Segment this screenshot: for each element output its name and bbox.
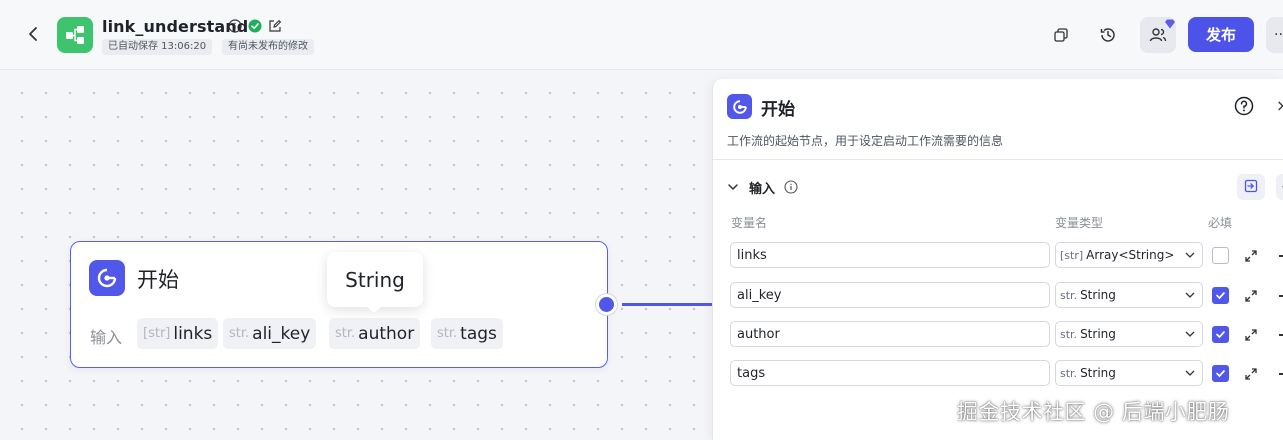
variable-type-select[interactable]: str. String bbox=[1055, 282, 1203, 308]
node-title: 开始 bbox=[137, 268, 179, 292]
copy-icon[interactable] bbox=[1050, 24, 1072, 46]
string-type-icon: str. bbox=[1060, 366, 1078, 380]
remove-row-icon[interactable] bbox=[1279, 334, 1283, 336]
start-node-icon bbox=[727, 94, 752, 119]
variable-type-value: String bbox=[1080, 327, 1116, 341]
input-chip-label: tags bbox=[460, 323, 497, 344]
info-icon[interactable] bbox=[784, 179, 798, 194]
panel-title: 开始 bbox=[761, 100, 795, 120]
variable-type-select[interactable]: str. String bbox=[1055, 360, 1203, 386]
node-inputs-label: 输入 bbox=[90, 328, 123, 347]
autosave-badge: 已自动保存 13:06:20 bbox=[102, 39, 213, 55]
required-checkbox[interactable] bbox=[1212, 365, 1229, 382]
array-string-type-icon: [str] bbox=[1060, 248, 1084, 262]
string-type-icon: str. bbox=[437, 326, 458, 341]
input-chip-label: author bbox=[358, 323, 415, 344]
remove-row-icon[interactable] bbox=[1279, 373, 1283, 375]
import-button[interactable] bbox=[1237, 174, 1265, 200]
chevron-down-icon bbox=[1184, 249, 1196, 261]
watermark-text: 掘金技术社区 @ 后端小肥肠 bbox=[957, 400, 1230, 424]
tooltip-arrow bbox=[366, 306, 382, 313]
expand-icon[interactable] bbox=[1244, 327, 1258, 341]
expand-icon[interactable] bbox=[1244, 288, 1258, 302]
type-tooltip: String bbox=[327, 252, 423, 307]
chevron-down-icon[interactable] bbox=[726, 179, 740, 193]
panel-description: 工作流的起始节点，用于设定启动工作流需要的信息 bbox=[727, 134, 1004, 148]
variable-row: str. String bbox=[730, 282, 1283, 310]
string-type-icon: str. bbox=[1060, 327, 1078, 341]
input-chip-label: links bbox=[173, 323, 213, 344]
panel-divider bbox=[713, 159, 1283, 160]
history-icon[interactable] bbox=[1097, 24, 1119, 46]
start-node-icon bbox=[89, 260, 125, 296]
string-type-icon: str. bbox=[1060, 288, 1078, 302]
input-chip-links[interactable]: [str] links bbox=[137, 318, 219, 349]
node-edge-connector[interactable] bbox=[622, 303, 712, 306]
input-chip-label: ali_key bbox=[252, 323, 311, 344]
variable-row: str. String bbox=[730, 321, 1283, 349]
variable-type-select[interactable]: str. String bbox=[1055, 321, 1203, 347]
variable-row: [str] Array<String> bbox=[730, 242, 1283, 270]
input-chip-ali-key[interactable]: str. ali_key bbox=[223, 318, 317, 349]
required-checkbox[interactable] bbox=[1212, 247, 1229, 264]
node-config-panel: 开始 × 工作流的起始节点，用于设定启动工作流需要的信息 输入 + 变量名 变量… bbox=[712, 79, 1283, 440]
premium-diamond-icon bbox=[1164, 14, 1176, 29]
edit-icon[interactable] bbox=[268, 19, 282, 33]
variable-type-value: String bbox=[1080, 288, 1116, 302]
chevron-down-icon bbox=[1184, 328, 1196, 340]
workflow-logo-icon bbox=[57, 17, 93, 53]
variable-name-input[interactable] bbox=[730, 360, 1050, 386]
remove-row-icon[interactable] bbox=[1279, 255, 1283, 257]
published-check-icon bbox=[248, 19, 262, 33]
column-header-name: 变量名 bbox=[731, 216, 768, 230]
variable-row: str. String bbox=[730, 360, 1283, 388]
string-type-icon: str. bbox=[335, 326, 356, 341]
back-arrow-icon[interactable] bbox=[24, 24, 44, 44]
column-header-type: 变量类型 bbox=[1055, 216, 1104, 230]
required-checkbox[interactable] bbox=[1212, 287, 1229, 304]
input-chip-author[interactable]: str. author bbox=[329, 318, 421, 349]
help-icon[interactable] bbox=[1234, 96, 1254, 116]
column-header-required: 必填 bbox=[1208, 216, 1233, 230]
array-string-type-icon: [str] bbox=[143, 326, 171, 341]
remove-row-icon[interactable] bbox=[1279, 295, 1283, 297]
variable-type-value: String bbox=[1080, 366, 1116, 380]
variable-name-input[interactable] bbox=[730, 242, 1050, 268]
unpublished-badge: 有尚未发布的修改 bbox=[222, 39, 314, 55]
more-options-button[interactable]: ··· bbox=[1266, 17, 1283, 53]
variable-name-input[interactable] bbox=[730, 321, 1050, 347]
info-icon[interactable] bbox=[228, 19, 242, 33]
title-status-icons bbox=[228, 19, 282, 33]
required-checkbox[interactable] bbox=[1212, 326, 1229, 343]
close-icon[interactable]: × bbox=[1276, 96, 1283, 115]
import-icon bbox=[1244, 178, 1258, 197]
publish-button[interactable]: 发布 bbox=[1188, 17, 1254, 52]
inputs-section-title: 输入 bbox=[749, 182, 776, 197]
variable-name-input[interactable] bbox=[730, 282, 1050, 308]
top-bar: link_understand 已自动保存 13:06:20 有尚未发布的修改 … bbox=[0, 0, 1283, 70]
node-output-port[interactable] bbox=[596, 294, 617, 315]
expand-icon[interactable] bbox=[1244, 366, 1258, 380]
expand-icon[interactable] bbox=[1244, 248, 1258, 262]
variable-type-select[interactable]: [str] Array<String> bbox=[1055, 242, 1203, 268]
page-title: link_understand bbox=[102, 17, 249, 36]
input-chip-tags[interactable]: str. tags bbox=[431, 318, 503, 349]
chevron-down-icon bbox=[1184, 289, 1196, 301]
variable-type-value: Array<String> bbox=[1086, 248, 1175, 262]
string-type-icon: str. bbox=[229, 326, 250, 341]
chevron-down-icon bbox=[1184, 367, 1196, 379]
add-input-button[interactable]: + bbox=[1276, 174, 1283, 200]
